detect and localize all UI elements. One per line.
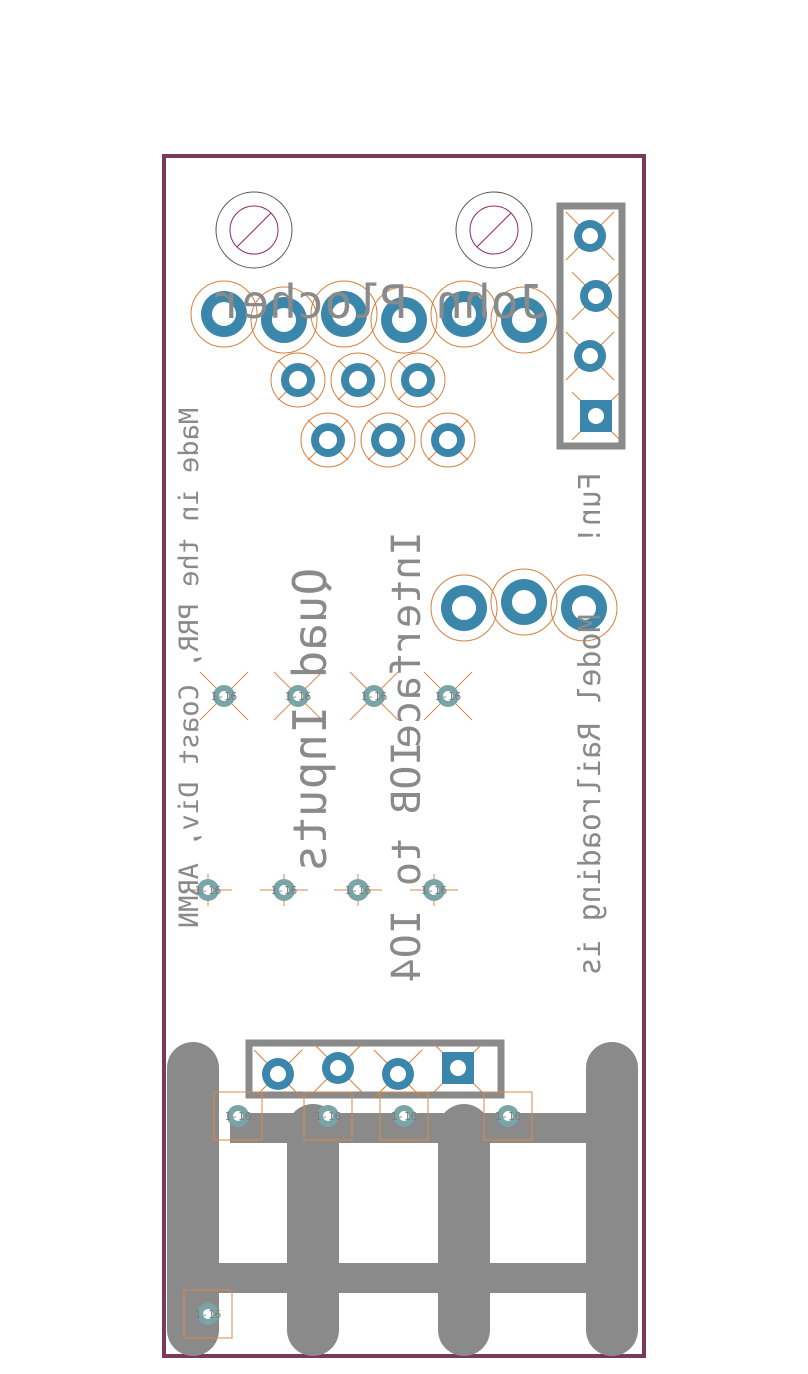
via-row1-1: 1-16 <box>199 671 249 721</box>
via-row2-3: 1-16 <box>334 874 382 906</box>
via-label: 1-16 <box>391 1110 418 1123</box>
via-label: 1-16 <box>345 884 372 897</box>
via-row2-2: 1-16 <box>260 874 308 906</box>
header-right-pin-2 <box>571 271 621 321</box>
header-frame-right <box>556 202 626 450</box>
connector-pad-large-3 <box>310 280 378 348</box>
via-row3-4: 1-16 <box>483 1091 533 1141</box>
via-corner: 1-16 <box>183 1289 233 1339</box>
header-bottom-pin-1 <box>253 1049 303 1099</box>
header-frame-bottom <box>245 1039 505 1099</box>
model-line-2: Fun! <box>573 472 608 544</box>
mounting-holes <box>215 191 533 269</box>
via-label: 1-16 <box>421 884 448 897</box>
via-label: 1-16 <box>495 1110 522 1123</box>
mounting-hole-right <box>455 191 533 269</box>
connector-pad-large-2 <box>250 286 318 354</box>
header-right-pin-1 <box>565 211 615 261</box>
via-row2-1: 1-16 <box>184 874 232 906</box>
copper-traces <box>167 1042 638 1356</box>
header-bottom-pin-2 <box>313 1043 363 1093</box>
via-label: 1-16 <box>315 1110 342 1123</box>
title-line-3: Quad Inputs <box>283 568 337 873</box>
connector-pad-row2-3 <box>390 352 446 408</box>
via-row2-4: 1-16 <box>410 874 458 906</box>
connector-pad-row3-3 <box>420 412 476 468</box>
connector-pad-large-4 <box>370 286 438 354</box>
via-row3-2: 1-16 <box>303 1091 353 1141</box>
via-row3-3: 1-16 <box>379 1091 429 1141</box>
via-row1-3: 1-16 <box>349 671 399 721</box>
via-label: 1-16 <box>435 690 462 703</box>
via-row1-4: 1-16 <box>423 671 473 721</box>
author-text: John Plocher <box>214 275 546 329</box>
model-line-1: Model Railroading is <box>573 614 608 975</box>
title-line-1: Interface <box>384 532 430 749</box>
via-row3-1: 1-16 <box>213 1091 263 1141</box>
connector-pad-large-6 <box>490 286 558 354</box>
made-line: Made in the PRR, Coast Div, ARMN <box>174 408 205 928</box>
regulator-pad-1 <box>430 574 498 642</box>
connector-pad-large-1 <box>190 280 258 348</box>
header-bottom-pin-4 <box>433 1043 483 1093</box>
connector-pad-row2-2 <box>330 352 386 408</box>
via-label: 1-16 <box>195 884 222 897</box>
connector-pad-large-5 <box>430 280 498 348</box>
via-label: 1-16 <box>211 690 238 703</box>
header-right-pin-3 <box>565 331 615 381</box>
regulator-pad-2 <box>490 568 558 636</box>
via-label: 1-16 <box>271 884 298 897</box>
silkscreen: John Plocher Interface IOB to IO4 Quad I… <box>174 275 608 982</box>
via-label: 1-16 <box>361 690 388 703</box>
regulator-pads <box>430 568 618 642</box>
connector-pads <box>190 280 558 468</box>
via-label: 1-16 <box>195 1308 222 1321</box>
header-bottom-pads <box>253 1043 483 1099</box>
vias: 1-16 1-16 1-16 1-16 1-16 1-16 1-16 1-16 1-16 1-16… <box>183 671 533 1339</box>
connector-pad-row3-2 <box>360 412 416 468</box>
via-label: 1-16 <box>285 690 312 703</box>
header-right-pads <box>565 211 621 441</box>
via-label: 1-16 <box>225 1110 252 1123</box>
mounting-hole-left <box>215 191 293 269</box>
connector-pad-row3-1 <box>300 412 356 468</box>
board-outline <box>162 154 646 1358</box>
header-right-pin-4 <box>571 391 621 441</box>
regulator-pad-3 <box>550 574 618 642</box>
connector-pad-row2-1 <box>270 352 326 408</box>
title-line-2: IOB to IO4 <box>384 742 430 983</box>
via-row1-2: 1-16 <box>273 671 323 721</box>
header-bottom-pin-3 <box>373 1049 423 1099</box>
